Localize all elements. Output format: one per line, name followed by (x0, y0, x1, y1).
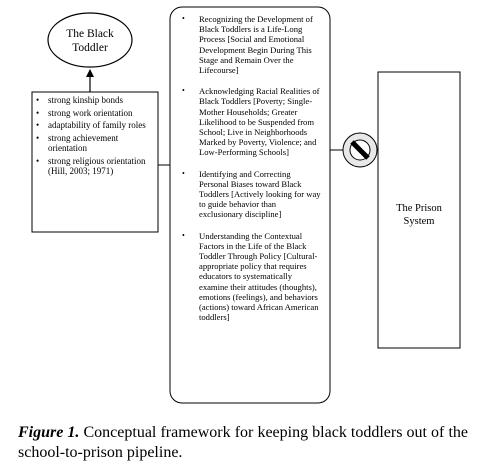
black-toddler-oval (47, 12, 133, 68)
bullet-icon: • (36, 155, 40, 166)
family-strengths-list: •strong kinship bonds •strong work orien… (36, 95, 156, 177)
bullet-icon: • (36, 132, 40, 143)
prison-system-label: The Prison System (396, 203, 442, 227)
list-item: •strong kinship bonds (36, 95, 124, 105)
list-item: •adaptability of family roles (36, 120, 146, 130)
prison-box-frame (377, 71, 461, 349)
intervention-box: •Recognizing the Development of Black To… (177, 14, 322, 333)
bullet-icon: • (182, 14, 185, 23)
figure-caption-text: Conceptual framework for keeping black t… (18, 424, 468, 461)
list-item: •Recognizing the Development of Black To… (182, 14, 313, 76)
bullet-icon: • (182, 230, 185, 240)
figure-caption: Figure 1. Conceptual framework for keepi… (18, 423, 468, 463)
bullet-icon: • (182, 86, 185, 96)
list-item: •strong religious orientation (Hill, 200… (36, 155, 146, 177)
black-toddler-label: The Black Toddler (66, 28, 114, 54)
prohibition-sign-icon (342, 132, 378, 168)
bullet-icon: • (36, 107, 40, 118)
list-item: •Identifying and Correcting Personal Bia… (182, 168, 321, 220)
middle-box-frame (169, 6, 331, 404)
list-item: •Understanding the Contextual Factors in… (182, 230, 319, 323)
left-box-frame (31, 91, 159, 233)
intervention-list: •Recognizing the Development of Black To… (177, 14, 322, 322)
family-strengths-box: •strong kinship bonds •strong work orien… (36, 95, 156, 179)
list-item: •strong work orientation (36, 107, 133, 118)
list-item: •strong achievement orientation (36, 132, 119, 154)
bullet-icon: • (36, 95, 40, 105)
list-item: •Acknowledging Racial Realities of Black… (182, 86, 320, 158)
bullet-icon: • (182, 168, 185, 178)
bullet-icon: • (36, 120, 40, 130)
figure-label: Figure 1. (18, 424, 80, 441)
